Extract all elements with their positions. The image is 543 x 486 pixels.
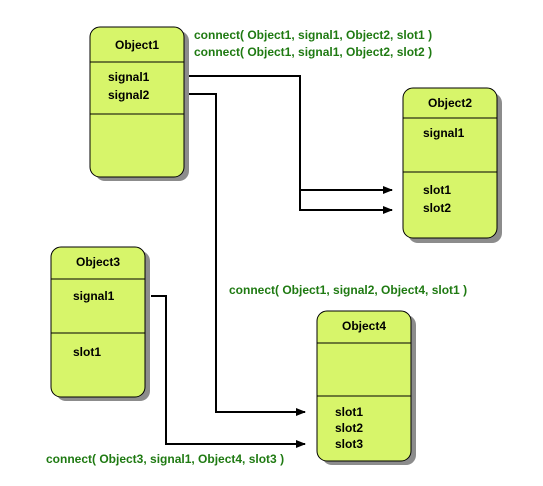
wire-object1-signal2-object4-slot1 bbox=[189, 93, 306, 416]
object4-title: Object4 bbox=[342, 319, 386, 333]
object4-box: Object4 slot1 slot2 slot3 bbox=[316, 310, 416, 465]
object1-box: Object1 signal1 signal2 bbox=[89, 26, 189, 181]
object2-box: Object2 signal1 slot1 slot2 bbox=[402, 87, 502, 243]
connection-label-3: connect( Object1, signal2, Object4, slot… bbox=[229, 283, 467, 297]
object2-signal1-label: signal1 bbox=[423, 126, 465, 140]
object1-signal1-label: signal1 bbox=[108, 70, 150, 84]
object4-slot3-label: slot3 bbox=[335, 437, 363, 451]
object4-slot1-label: slot1 bbox=[335, 405, 363, 419]
connection-label-1: connect( Object1, signal1, Object2, slot… bbox=[194, 28, 432, 42]
object3-slot1-label: slot1 bbox=[73, 345, 101, 359]
connection-label-2: connect( Object1, signal1, Object2, slot… bbox=[194, 45, 432, 59]
object4-slot2-label: slot2 bbox=[335, 421, 363, 435]
object2-slot2-label: slot2 bbox=[423, 201, 451, 215]
wire-object1-signal1-object2-slot2 bbox=[299, 190, 393, 214]
object3-title: Object3 bbox=[76, 255, 120, 269]
object2-slot1-label: slot1 bbox=[423, 183, 451, 197]
connection-label-4: connect( Object3, signal1, Object4, slot… bbox=[46, 452, 284, 466]
object3-box: Object3 signal1 slot1 bbox=[50, 246, 150, 401]
object1-signal2-label: signal2 bbox=[108, 88, 150, 102]
object1-title: Object1 bbox=[115, 38, 159, 52]
wire-object1-signal1-object2-slot1 bbox=[159, 75, 393, 194]
wire-object3-signal1-object4-slot3 bbox=[151, 295, 306, 448]
object3-signal1-label: signal1 bbox=[73, 289, 115, 303]
object2-title: Object2 bbox=[428, 96, 472, 110]
